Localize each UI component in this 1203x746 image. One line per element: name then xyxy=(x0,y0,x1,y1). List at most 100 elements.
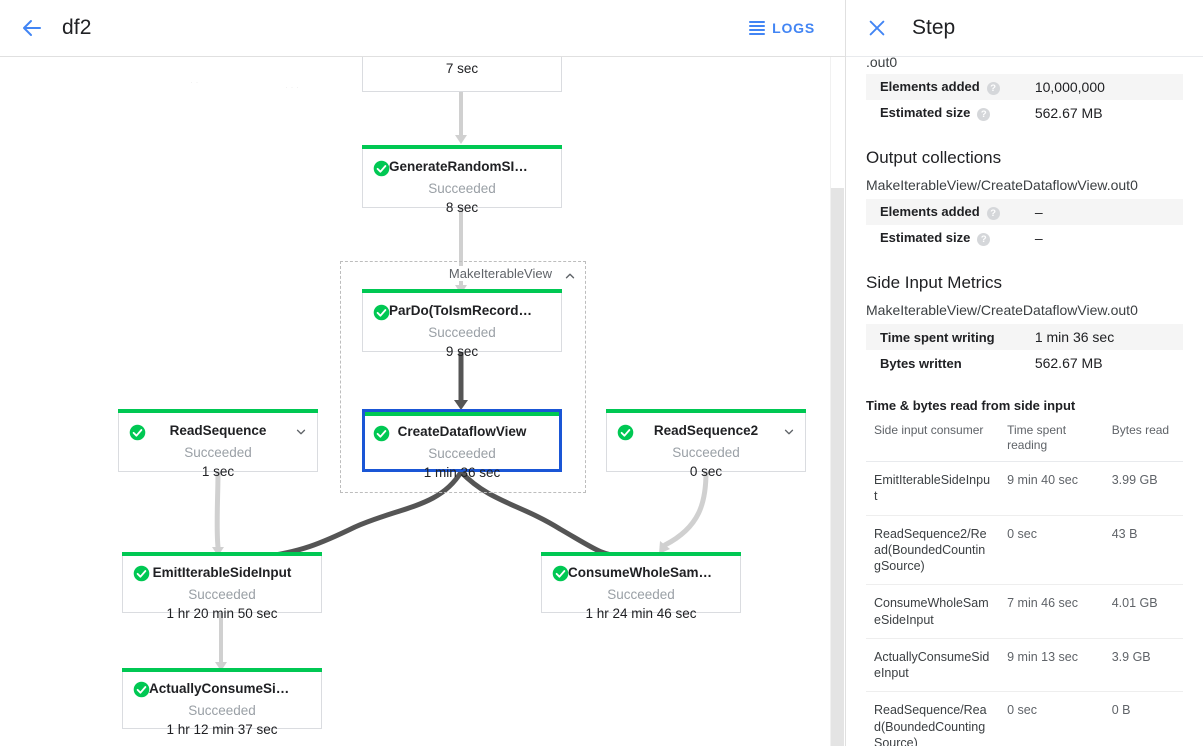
help-icon[interactable]: ? xyxy=(986,206,1000,220)
node-pardo-toismrecordfor[interactable]: ParDo(ToIsmRecordFor… Succeeded 9 sec xyxy=(362,289,562,359)
cell-bytes: 0 B xyxy=(1103,691,1183,746)
clipped-collection-name: .out0 xyxy=(866,57,898,68)
panel-body[interactable]: .out0 Elements added? 10,000,000 Estimat… xyxy=(846,57,1203,746)
node-status: Succeeded xyxy=(188,587,256,603)
node-clipped-top[interactable]: Succeeded 7 sec xyxy=(362,57,562,92)
list-icon xyxy=(749,21,766,35)
ghost-artifact: · · xyxy=(190,77,199,87)
column-header-bytes: Bytes read xyxy=(1103,417,1183,462)
help-icon[interactable]: ? xyxy=(977,232,991,246)
node-status: Succeeded xyxy=(188,703,256,719)
top-app-bar: df2 LOGS xyxy=(0,0,845,57)
node-status: Succeeded xyxy=(428,446,496,462)
node-actually-consume-side-input[interactable]: ActuallyConsumeSideI… Succeeded 1 hr 12 … xyxy=(122,668,322,737)
chevron-up-icon[interactable] xyxy=(563,269,577,288)
node-duration: 1 min 36 sec xyxy=(423,465,501,481)
chevron-down-icon[interactable] xyxy=(294,425,308,439)
metric-key: Time spent writing xyxy=(880,329,995,345)
panel-header: Step xyxy=(846,0,1203,57)
node-consume-whole-same-side-input[interactable]: ConsumeWholeSameSi… Succeeded 1 hr 24 mi… xyxy=(541,552,741,621)
graph-scrollbar-track[interactable] xyxy=(830,57,845,746)
group-container-makeiterableview[interactable]: MakeIterableView xyxy=(340,261,586,493)
node-name: GenerateRandomSIData xyxy=(389,159,544,174)
cell-time: 7 min 46 sec xyxy=(999,584,1104,639)
help-icon[interactable]: ? xyxy=(977,107,991,121)
node-duration: 1 sec xyxy=(201,464,235,480)
node-duration: 1 hr 12 min 37 sec xyxy=(166,722,278,738)
metric-key: Elements added xyxy=(880,204,980,220)
node-status-bar xyxy=(541,552,741,556)
graph-scrollbar-thumb[interactable] xyxy=(831,188,844,746)
check-circle-icon xyxy=(373,160,390,177)
side-input-read-table: Side input consumer Time spent reading B… xyxy=(866,417,1183,746)
node-status-bar xyxy=(122,552,322,556)
side-input-write-table: Time spent writing 1 min 36 sec Bytes wr… xyxy=(866,324,1183,376)
table-row: Bytes written 562.67 MB xyxy=(866,350,1183,376)
graph-canvas[interactable]: · · · · · · · · xyxy=(0,57,845,746)
output-collection-name: MakeIterableView/CreateDataflowView.out0 xyxy=(866,177,1138,193)
close-icon[interactable] xyxy=(864,15,890,41)
help-icon[interactable]: ? xyxy=(986,81,1000,95)
page-title: df2 xyxy=(62,16,92,39)
cell-time: 9 min 13 sec xyxy=(999,638,1104,693)
table-row: ReadSequence2/Read(BoundedCountingSource… xyxy=(866,515,1183,586)
metric-key: Elements added xyxy=(880,79,980,95)
check-circle-icon xyxy=(373,304,390,321)
cell-time: 0 sec xyxy=(999,691,1104,746)
node-status-bar xyxy=(118,409,318,413)
node-status-bar xyxy=(362,409,562,416)
node-name: ConsumeWholeSameSi… xyxy=(568,565,733,580)
node-name: ReadSequence xyxy=(169,423,267,438)
cell-consumer: ReadSequence/Read(BoundedCountingSource) xyxy=(866,691,1000,746)
logs-button[interactable]: LOGS xyxy=(743,14,821,42)
chevron-down-icon[interactable] xyxy=(782,425,796,439)
node-emit-iterable-side-input[interactable]: EmitIterableSideInput Succeeded 1 hr 20 … xyxy=(122,552,322,621)
check-circle-icon xyxy=(129,424,146,441)
job-graph-pane: df2 LOGS · · · · · · · · xyxy=(0,0,845,746)
output-metrics-table: Elements added? – Estimated size? – xyxy=(866,199,1183,251)
step-details-panel: Step .out0 Elements added? 10,000,000 Es… xyxy=(845,0,1203,746)
logs-button-label: LOGS xyxy=(772,20,815,36)
node-name: ParDo(ToIsmRecordFor… xyxy=(389,303,554,318)
cell-bytes: 3.9 GB xyxy=(1103,638,1183,693)
check-circle-icon xyxy=(373,425,390,442)
node-status: Succeeded xyxy=(607,587,675,603)
table-row: ReadSequence/Read(BoundedCountingSource)… xyxy=(866,691,1183,746)
node-status-bar xyxy=(606,409,806,413)
side-input-collection-name: MakeIterableView/CreateDataflowView.out0 xyxy=(866,302,1138,318)
metric-value: 10,000,000 xyxy=(1034,79,1105,95)
side-input-metrics-title: Side Input Metrics xyxy=(866,273,1003,292)
metric-value: – xyxy=(1034,230,1043,246)
node-generate-random-si-data[interactable]: GenerateRandomSIData Succeeded 8 sec xyxy=(362,145,562,215)
node-duration: 0 sec xyxy=(689,464,723,480)
node-name: EmitIterableSideInput xyxy=(152,565,292,580)
node-read-sequence[interactable]: ReadSequence Succeeded 1 sec xyxy=(118,409,318,479)
metric-key: Estimated size xyxy=(880,105,971,121)
arrow-left-icon[interactable] xyxy=(18,14,46,42)
table-row: Estimated size? – xyxy=(866,225,1183,251)
metric-key: Bytes written xyxy=(880,355,962,371)
node-status-bar xyxy=(362,145,562,149)
table-header-row: Side input consumer Time spent reading B… xyxy=(866,417,1183,462)
node-duration: 8 sec xyxy=(445,200,479,216)
column-header-consumer: Side input consumer xyxy=(866,417,1000,462)
node-duration: 9 sec xyxy=(445,344,479,360)
check-circle-icon xyxy=(133,681,150,698)
node-create-dataflow-view[interactable]: CreateDataflowView Succeeded 1 min 36 se… xyxy=(362,409,562,480)
check-circle-icon xyxy=(552,565,569,582)
metric-key: Estimated size xyxy=(880,230,971,246)
side-input-read-table-title: Time & bytes read from side input xyxy=(866,398,1076,413)
group-label: MakeIterableView xyxy=(445,266,555,281)
metric-value: 562.67 MB xyxy=(1034,105,1103,121)
table-row: Elements added? 10,000,000 xyxy=(866,74,1183,100)
check-circle-icon xyxy=(617,424,634,441)
node-status: Succeeded xyxy=(428,325,496,341)
cell-consumer: ReadSequence2/Read(BoundedCountingSource… xyxy=(866,515,1000,586)
column-header-time: Time spent reading xyxy=(999,417,1104,462)
table-row: Estimated size? 562.67 MB xyxy=(866,100,1183,126)
table-row: Elements added? – xyxy=(866,199,1183,225)
node-status: Succeeded xyxy=(428,181,496,197)
node-read-sequence-2[interactable]: ReadSequence2 Succeeded 0 sec xyxy=(606,409,806,479)
input-metrics-table: Elements added? 10,000,000 Estimated siz… xyxy=(866,74,1183,126)
